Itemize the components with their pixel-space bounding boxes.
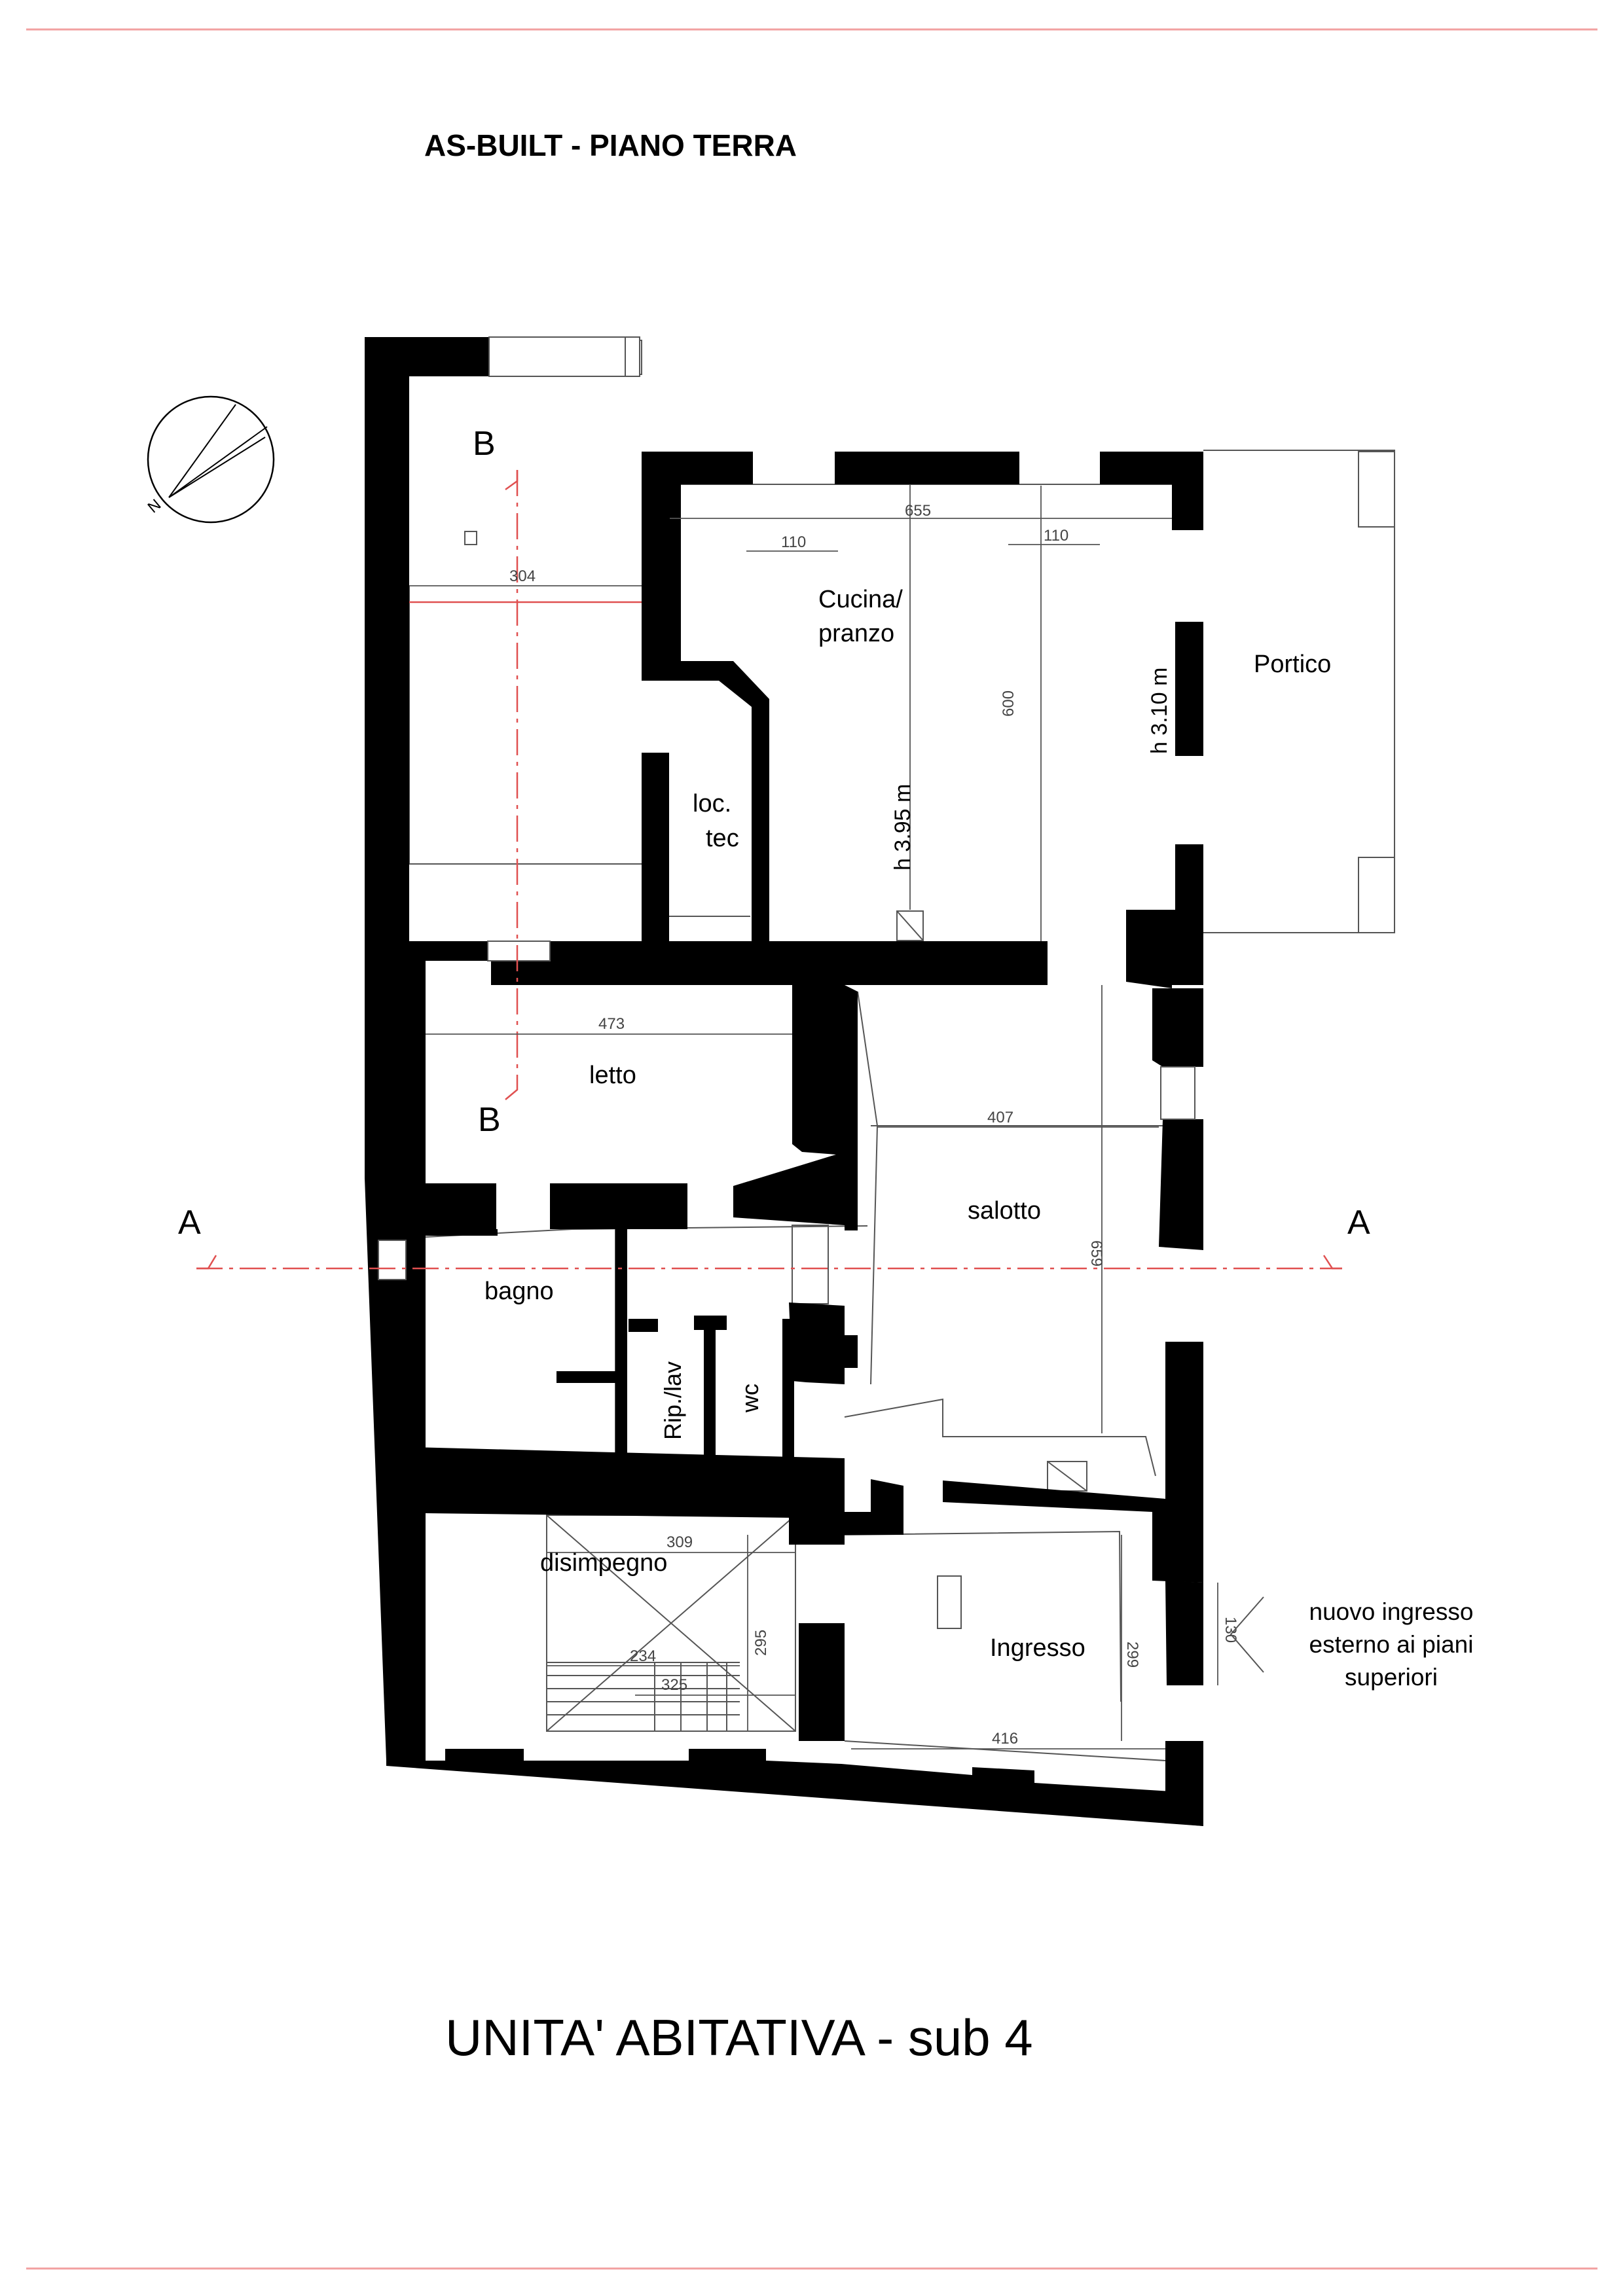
room-label-loc: loc. [693, 790, 731, 817]
room-label-salotto: salotto [968, 1197, 1041, 1225]
room-label-bagno: bagno [484, 1278, 554, 1305]
dim-entrance-130: 130 [1222, 1617, 1239, 1643]
dim-ingresso-width: 416 [992, 1730, 1018, 1748]
dim-window-left: 110 [781, 533, 806, 551]
annotation-line-1: nuovo ingresso [1309, 1598, 1474, 1625]
room-label-portico: Portico [1254, 651, 1331, 678]
height-label-portico: h 3.10 m [1147, 668, 1172, 754]
section-a-label-left: A [178, 1204, 201, 1242]
walls [365, 337, 1203, 1826]
dim-stair-325: 325 [661, 1676, 687, 1694]
section-line-b [409, 470, 642, 1100]
room-label-wc: wc [737, 1384, 763, 1413]
dim-stair-234: 234 [630, 1647, 656, 1665]
dim-cucina-depth: 600 [1000, 691, 1017, 717]
dim-letto-width: 473 [598, 1015, 625, 1033]
stair-treads [547, 1662, 740, 1731]
entrance-arrow-icon [1230, 1596, 1264, 1673]
room-label-disimpegno: disimpegno [540, 1549, 667, 1577]
section-line-a [196, 1255, 1342, 1270]
room-label-rip-lav: Rip./lav [659, 1361, 686, 1440]
room-outlines [374, 340, 1395, 1761]
height-label-cucina: h 3.95 m [890, 784, 915, 870]
room-label-cucina-2: pranzo [818, 620, 894, 647]
windows [378, 336, 1195, 1280]
annotation-line-3: superiori [1345, 1664, 1438, 1691]
section-b-label-bottom: B [478, 1101, 501, 1139]
unit-title: UNITA' ABITATIVA - sub 4 [445, 2009, 1033, 2066]
annotation-line-2: esterno ai piani [1309, 1631, 1474, 1658]
dim-room-b-width: 304 [509, 567, 536, 585]
page-title: AS-BUILT - PIANO TERRA [424, 128, 797, 162]
section-b-label-top: B [473, 425, 496, 463]
dim-cucina-width: 655 [905, 502, 931, 520]
dim-salotto-depth: 659 [1087, 1240, 1105, 1266]
dim-ingresso-depth: 299 [1123, 1641, 1141, 1668]
north-compass-icon: N [145, 395, 275, 524]
room-label-ingresso: Ingresso [990, 1634, 1085, 1662]
dim-window-right: 110 [1044, 527, 1068, 545]
dim-salotto-width: 407 [987, 1109, 1013, 1126]
dim-disimpegno-width: 309 [666, 1534, 693, 1551]
room-label-cucina-1: Cucina/ [818, 586, 903, 613]
room-label-letto: letto [589, 1062, 636, 1089]
dimension-lines [409, 484, 1218, 1749]
room-label-tec: tec [706, 825, 739, 852]
section-a-label-right: A [1347, 1204, 1370, 1242]
dim-disimpegno-depth: 295 [752, 1630, 770, 1656]
